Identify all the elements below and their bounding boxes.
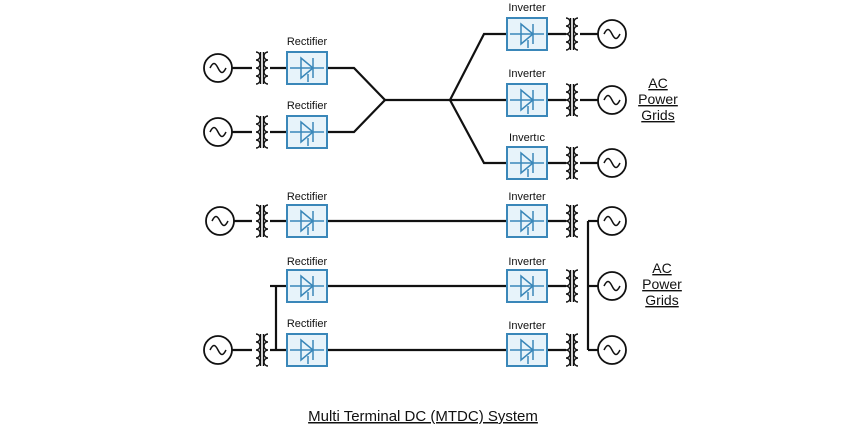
inverter-icon [506,83,548,117]
transformer-icon [565,333,579,367]
inverter-icon [506,333,548,367]
ac-source-icon [597,206,627,236]
diagram-title: Multi Terminal DC (MTDC) System [308,408,538,425]
ac-source-icon [597,85,627,115]
rectifier-icon [286,51,328,85]
inverter-icon [506,146,548,180]
grids-line-2: Power [642,276,682,292]
top-grids-label: AC Power Grids [638,75,678,123]
ac-source-icon [597,271,627,301]
inverter-label: Inverter [508,256,546,268]
bottom-inverter-2: Inverter [506,256,627,303]
rectifier-icon [286,115,328,149]
rectifier-label: Rectifier [287,256,328,268]
ac-source-icon [203,117,233,147]
inverter-icon [506,17,548,51]
inverter-label: Inverter [508,320,546,332]
transformer-icon [565,146,579,180]
transformer-icon [255,115,269,149]
transformer-icon [565,204,579,238]
ac-source-icon [597,335,627,365]
grids-line-2: Power [638,91,678,107]
inverter-label: Inverter [508,68,546,80]
rectifier-icon [286,333,328,367]
transformer-icon [255,51,269,85]
inverter-label: Inverter [508,2,546,14]
transformer-icon [255,333,269,367]
transformer-icon [565,17,579,51]
ac-source-icon [597,148,627,178]
inverter-icon [506,204,548,238]
ac-source-icon [203,335,233,365]
bottom-rectifier-2: Rectifier [286,256,328,303]
bottom-inverter-3: Inverter [506,320,627,367]
rectifier-label: Rectifier [287,100,328,112]
top-rectifier-1: Rectifier [203,36,328,85]
grids-line-3: Grids [641,107,674,123]
dc-wiring [274,32,594,352]
bottom-rectifier-1: Rectifier [205,191,328,238]
inverter-icon [506,269,548,303]
transformer-icon [565,83,579,117]
rectifier-label: Rectifier [287,36,328,48]
top-inverter-2: Inverter [506,68,627,117]
transformer-icon [565,269,579,303]
top-inverter-1: Inverter [506,2,627,51]
rectifier-icon [286,204,328,238]
ac-source-icon [205,206,235,236]
bottom-rectifier-3: Rectifier [203,318,328,367]
bottom-inverter-1: Inverter [506,191,627,238]
grids-line-1: AC [652,260,671,276]
inverter-label: Invertıc [509,132,546,144]
rectifier-label: Rectifier [287,191,328,203]
top-rectifier-2: Rectifier [203,100,328,149]
grids-line-3: Grids [645,292,678,308]
ac-connectors [232,32,598,352]
grids-line-1: AC [648,75,667,91]
ac-source-icon [597,19,627,49]
transformer-icon [255,204,269,238]
rectifier-label: Rectifier [287,318,328,330]
ac-source-icon [203,53,233,83]
bottom-grids-label: AC Power Grids [642,260,682,308]
inverter-label: Inverter [508,191,546,203]
rectifier-icon [286,269,328,303]
top-inverter-3: Invertıc [506,132,627,180]
